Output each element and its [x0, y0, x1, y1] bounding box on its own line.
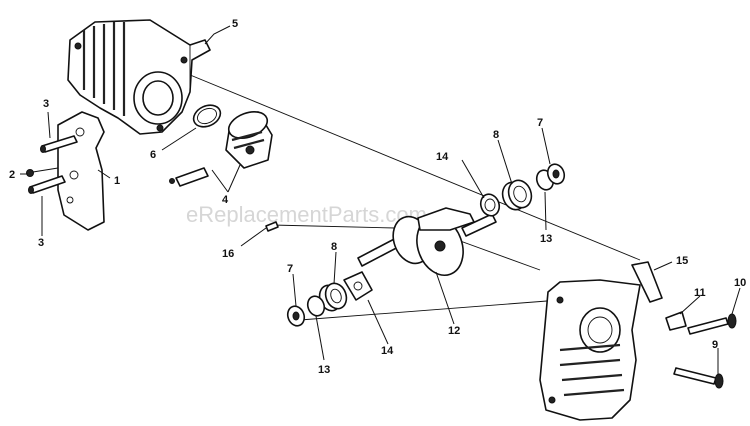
callout-11: 11 [694, 287, 706, 299]
gasket-plate-part [57, 111, 105, 231]
callout-2: 2 [9, 169, 15, 181]
washer-part-left [286, 305, 306, 327]
bearing-part-left [318, 282, 348, 312]
callout-10: 10 [734, 277, 746, 289]
seal-part-right [479, 193, 501, 217]
piston-part [225, 111, 273, 169]
callout-9: 9 [712, 339, 718, 351]
callout-7-left: 7 [287, 263, 293, 275]
screw-part-16 [265, 221, 279, 232]
wrist-pin-part [169, 167, 209, 187]
watermark: eReplacementParts.com [186, 202, 427, 227]
callout-3-lower: 3 [38, 237, 44, 249]
fitting-part [665, 311, 687, 331]
callout-8-right: 8 [493, 129, 499, 141]
callout-13-right: 13 [540, 233, 552, 245]
callout-labels: 5 3 2 1 3 6 4 14 8 7 13 16 8 7 13 14 12 … [9, 18, 746, 376]
crankcase-part [539, 279, 641, 421]
callout-14-left: 14 [381, 345, 394, 357]
washer-part-right [546, 163, 566, 185]
callout-3-upper: 3 [43, 98, 49, 110]
bolt-part-10 [687, 313, 737, 335]
bolt-part-9 [673, 367, 724, 389]
callout-12: 12 [448, 325, 460, 337]
callout-6: 6 [150, 149, 156, 161]
pin-part-lower [28, 175, 66, 194]
callout-14-right: 14 [436, 151, 449, 163]
callout-4: 4 [222, 194, 229, 206]
ring-part [192, 104, 222, 128]
screw-part-2 [26, 167, 59, 177]
pin-part-upper [40, 135, 78, 153]
crankshaft-part [357, 207, 497, 276]
pipe-part [631, 261, 663, 303]
seal-part-left [343, 271, 373, 301]
callout-15: 15 [676, 255, 688, 267]
callout-16: 16 [222, 248, 234, 260]
snap-ring-part-left [306, 295, 326, 317]
callout-5: 5 [232, 18, 238, 30]
leader-lines [20, 25, 741, 374]
callout-8-left: 8 [331, 241, 337, 253]
callout-7-right: 7 [537, 117, 543, 129]
callout-13-left: 13 [318, 364, 330, 376]
callout-1: 1 [114, 175, 120, 187]
bearing-part-right [501, 179, 533, 211]
cylinder-part [67, 19, 211, 135]
